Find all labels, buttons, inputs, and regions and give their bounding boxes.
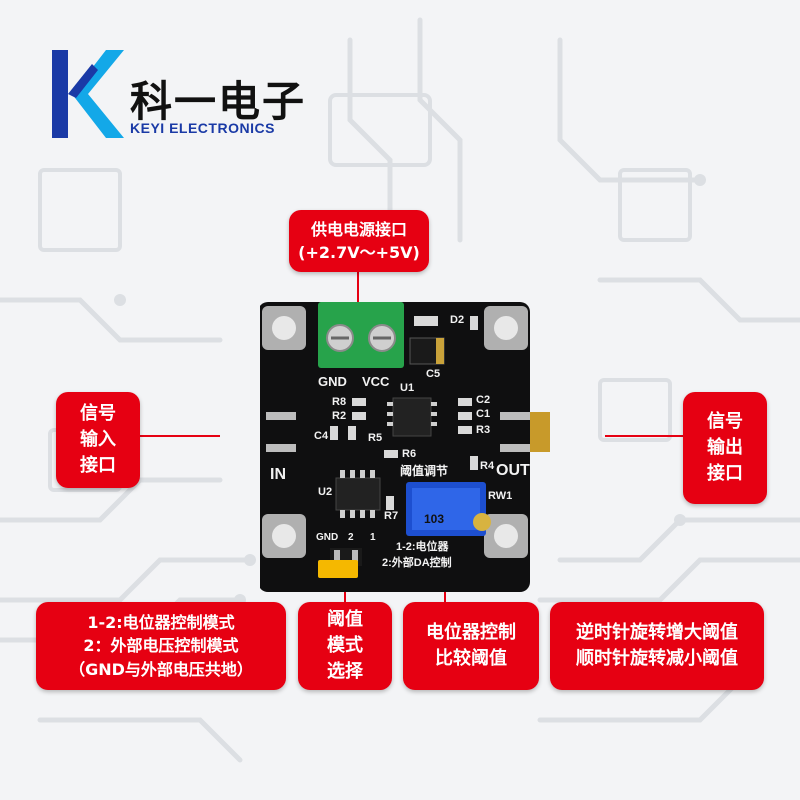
label-c2: C2 — [476, 394, 491, 406]
label-r5: R5 — [368, 432, 383, 444]
label-pot-code: 103 — [424, 512, 445, 526]
callout-threshold-mode-line2: 模式 — [327, 634, 363, 656]
callout-mode-line1: 1-2:电位器控制模式 — [87, 613, 235, 633]
callout-signal-output-line1: 信号 — [707, 410, 743, 432]
mode-jumper — [318, 548, 362, 578]
callout-threshold-mode-select: 阈值 模式 选择 — [298, 602, 392, 690]
label-u1: U1 — [400, 382, 415, 394]
callout-power-line2: (+2.7V～+5V) — [298, 243, 420, 262]
label-out: OUT — [496, 462, 530, 479]
callout-potentiometer-control: 电位器控制 比较阈值 — [403, 602, 539, 690]
brand-name-cn: 科一电子 — [130, 77, 307, 126]
label-r7: R7 — [384, 510, 399, 522]
label-c5: C5 — [426, 368, 441, 380]
callout-mode-description: 1-2:电位器控制模式 2：外部电压控制模式 （GND与外部电压共地） — [36, 602, 286, 690]
callout-signal-output: 信号 输出 接口 — [683, 392, 767, 504]
callout-signal-input-line3: 接口 — [80, 455, 116, 477]
label-jumper-1: 1 — [370, 532, 376, 543]
label-vcc: VCC — [362, 374, 390, 389]
callout-mode-line3: （GND与外部电压共地） — [69, 659, 253, 679]
label-threshold-adjust: 阈值调节 — [400, 464, 449, 478]
callout-pot-control-line1: 电位器控制 — [426, 621, 516, 643]
label-c1: C1 — [476, 408, 491, 420]
label-c4: C4 — [314, 430, 329, 442]
label-d2: D2 — [450, 314, 465, 326]
brand-name-en: KEYI ELECTRONICS — [130, 120, 275, 136]
callout-signal-output-line3: 接口 — [707, 463, 743, 485]
keyi-logo-icon — [52, 50, 124, 138]
callout-rotation-line1: 逆时针旋转增大阈值 — [576, 621, 738, 643]
label-r4: R4 — [480, 460, 495, 472]
callout-signal-input-line2: 输入 — [80, 428, 116, 450]
callout-power-line1: 供电电源接口 — [310, 219, 407, 239]
power-terminal-block — [318, 302, 404, 368]
callout-rotation-line2: 顺时针旋转减小阈值 — [576, 648, 738, 669]
callout-mode-line2: 2：外部电压控制模式 — [83, 636, 239, 656]
label-r6: R6 — [402, 448, 417, 460]
callout-rotation-direction: 逆时针旋转增大阈值 顺时针旋转减小阈值 — [550, 602, 764, 690]
label-silk-mode2: 2:外部DA控制 — [382, 557, 452, 569]
label-r2: R2 — [332, 410, 347, 422]
label-r8: R8 — [332, 396, 347, 408]
callout-threshold-mode-line3: 选择 — [327, 661, 363, 683]
potentiometer-rw1 — [406, 482, 491, 536]
mounting-holes — [262, 306, 528, 558]
label-in: IN — [270, 466, 286, 483]
callout-signal-input: 信号 输入 接口 — [56, 392, 140, 488]
label-jumper-gnd: GND — [316, 532, 339, 543]
comparator-board — [260, 302, 550, 592]
label-jumper-2: 2 — [348, 532, 354, 543]
label-r3: R3 — [476, 424, 491, 436]
label-gnd: GND — [318, 374, 347, 389]
callout-threshold-mode-line1: 阈值 — [327, 608, 363, 630]
callout-power-interface: 供电电源接口 (+2.7V～+5V) — [289, 210, 429, 272]
label-u2: U2 — [318, 486, 333, 498]
callout-pot-control-line2: 比较阈值 — [435, 648, 507, 669]
callout-signal-input-line1: 信号 — [80, 402, 116, 424]
label-rw1: RW1 — [488, 490, 513, 502]
label-silk-mode1: 1-2:电位器 — [396, 541, 449, 553]
callout-signal-output-line2: 输出 — [707, 436, 743, 458]
